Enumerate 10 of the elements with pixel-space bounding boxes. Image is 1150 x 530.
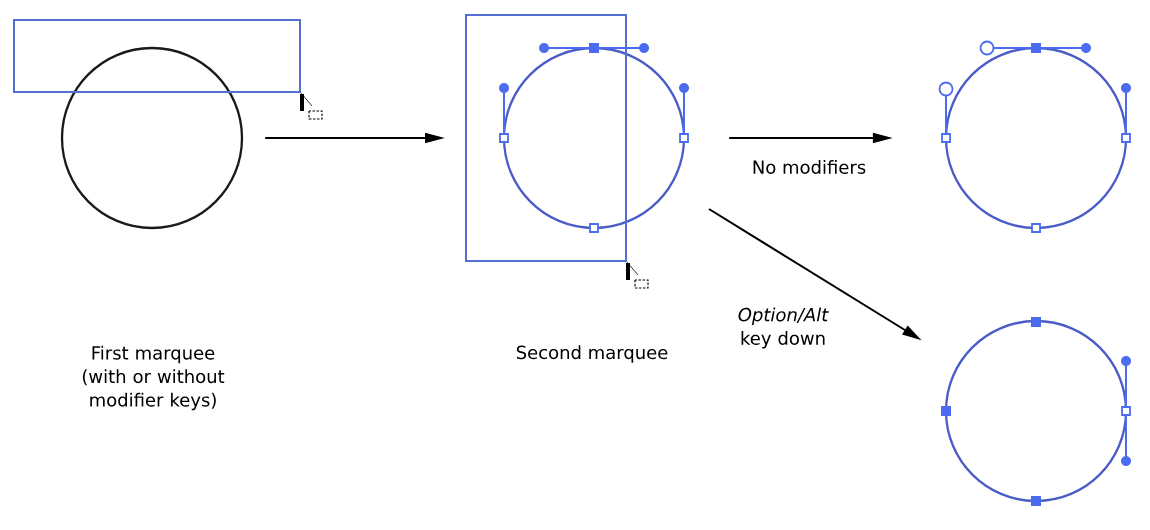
- edge-label: No modifiers: [753, 160, 866, 174]
- edge-label: Option/Alt key down: [738, 307, 829, 349]
- circle: [502, 46, 686, 230]
- step-label: First marquee (with or without modifier keys): [82, 345, 225, 411]
- circle: [60, 46, 244, 230]
- selection-marquee: [465, 14, 627, 262]
- selection-marquee: [13, 19, 301, 93]
- circle: [944, 46, 1128, 230]
- circle: [944, 319, 1128, 503]
- step-label: Second marquee: [516, 345, 668, 363]
